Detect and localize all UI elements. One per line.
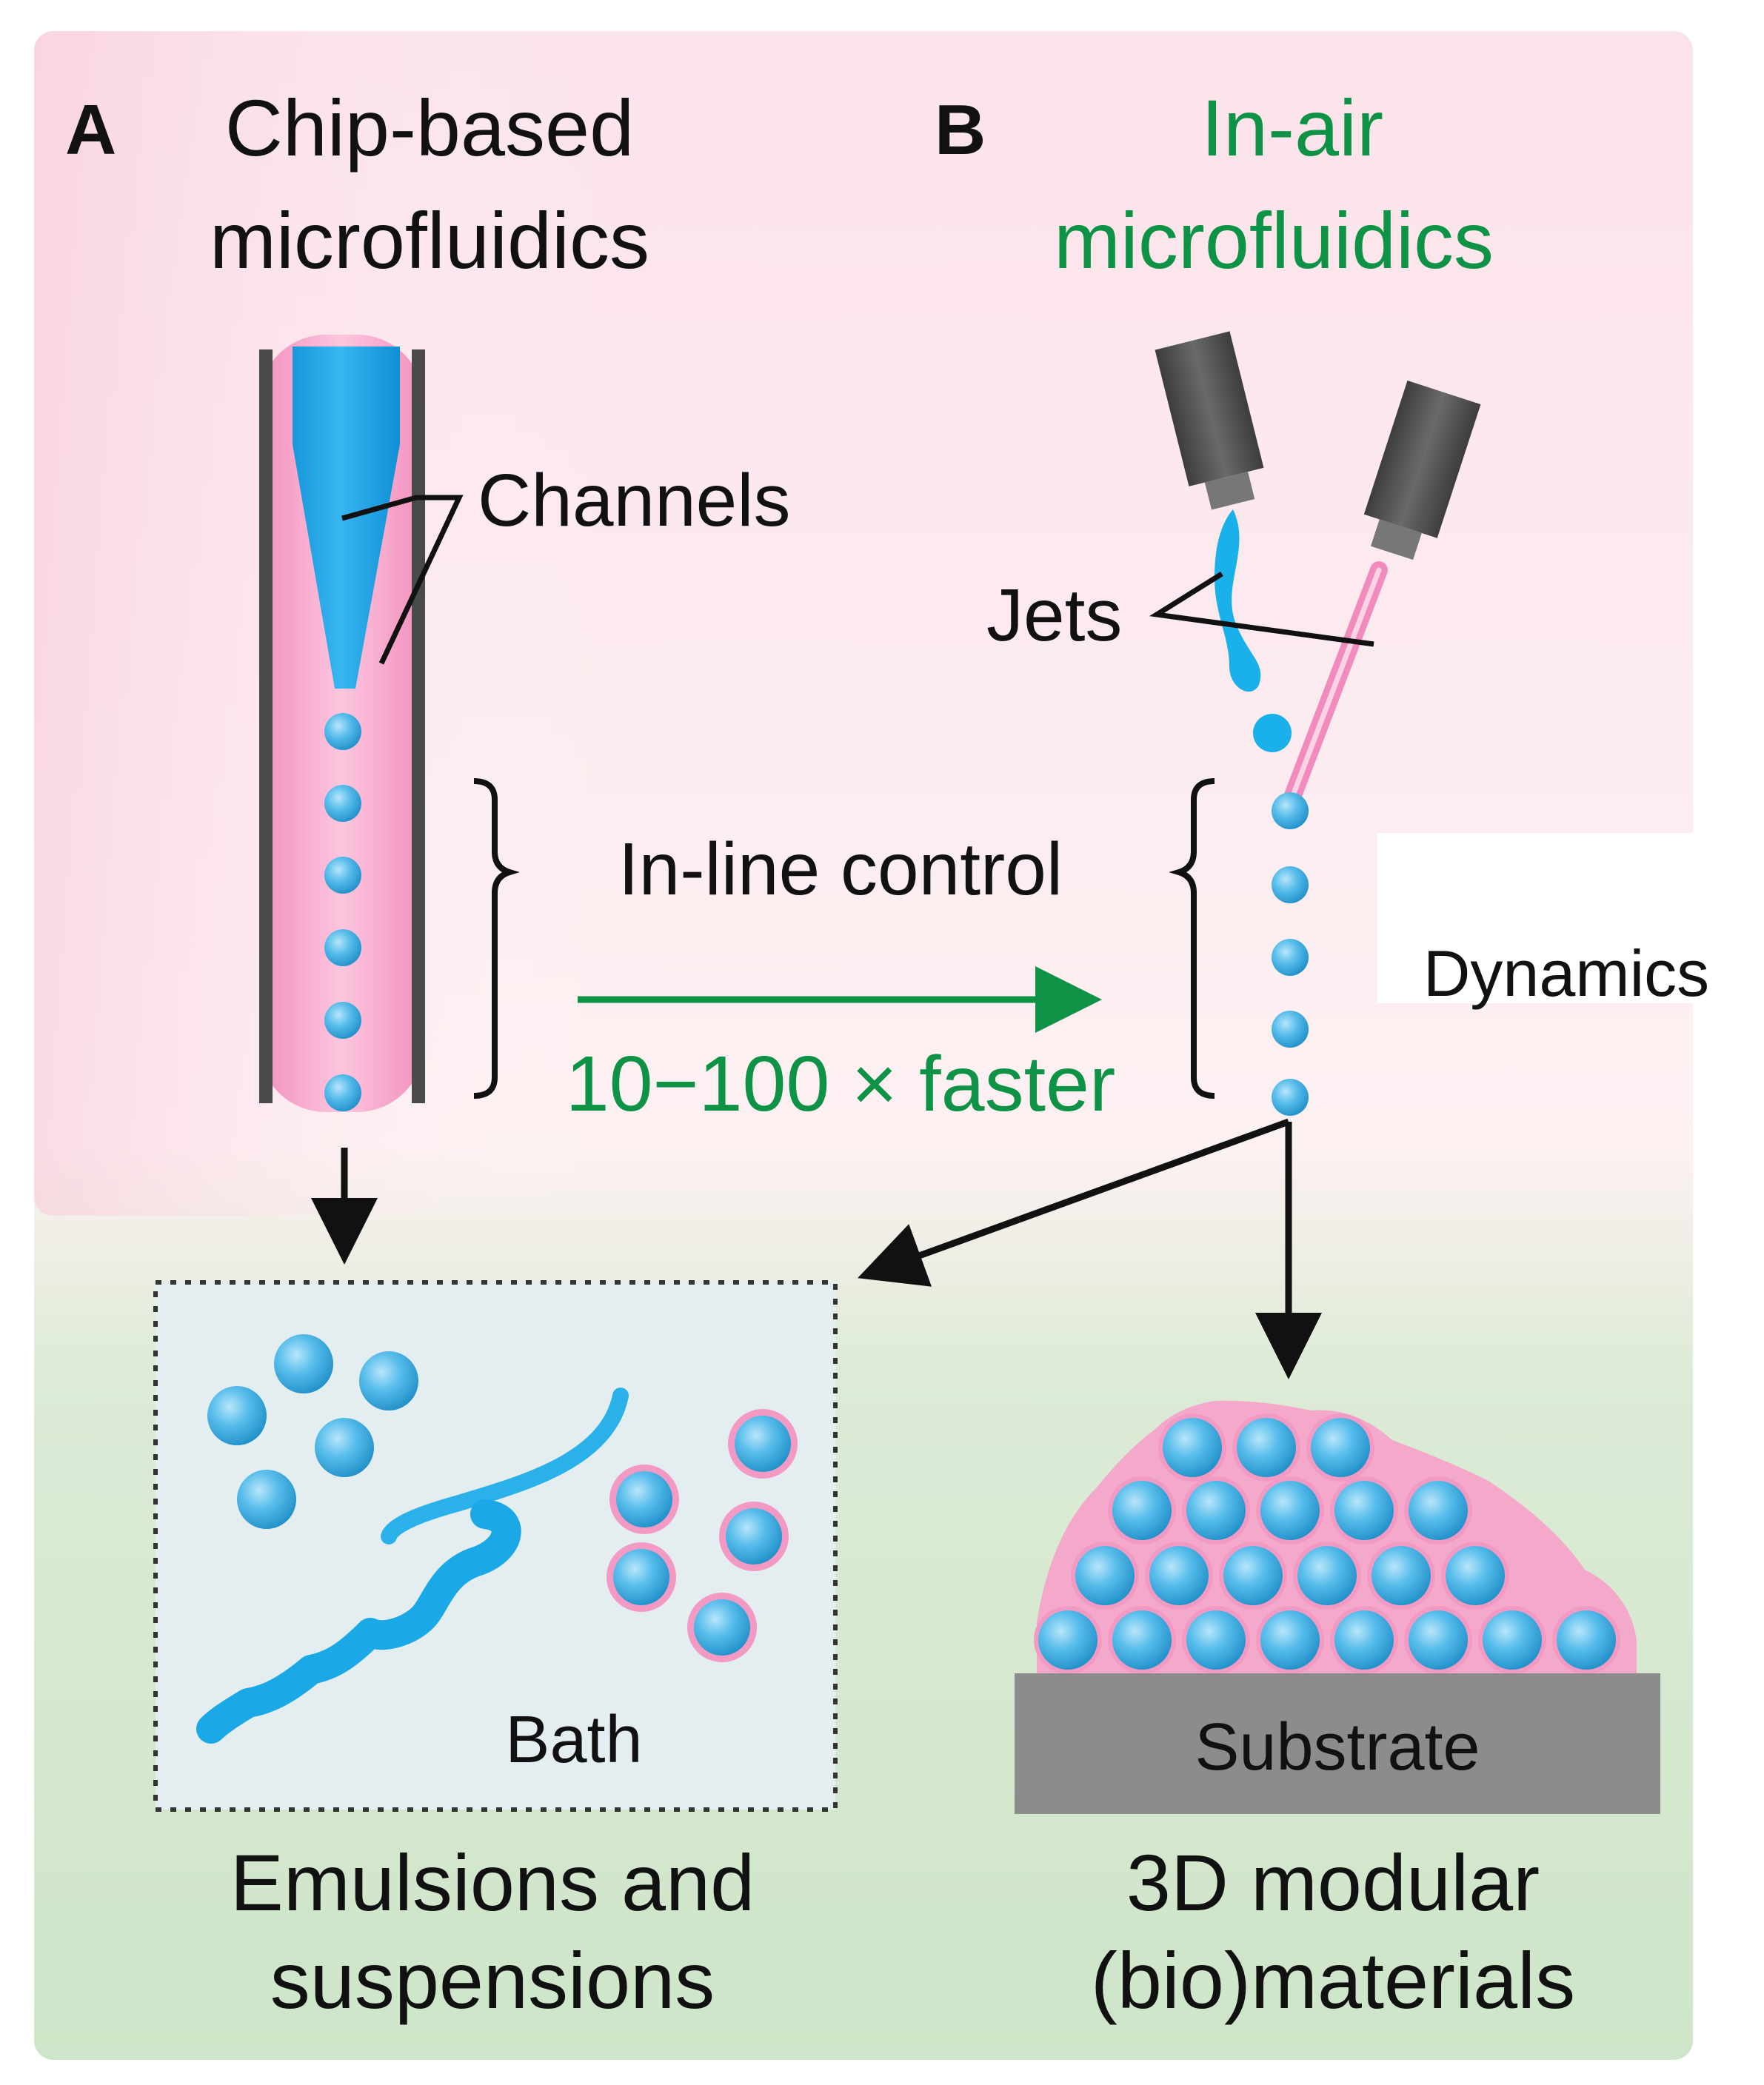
brace-right-group <box>1169 778 1215 1099</box>
bath-blue-droplet <box>237 1470 296 1529</box>
channel-wall-left <box>259 349 273 1103</box>
in-air-droplet <box>1272 1079 1309 1116</box>
panel-a-title-line1: Chip-based <box>225 83 634 173</box>
stacked-droplet <box>1372 1546 1431 1605</box>
substrate-block <box>1015 1673 1660 1814</box>
stacked-droplet <box>1112 1610 1172 1670</box>
jet-pink-highlight <box>1284 567 1382 814</box>
bath-blue-droplet <box>315 1418 374 1477</box>
panel-b-title-line2: microfluidics <box>1054 195 1494 285</box>
inline-control-label: In-line control <box>618 828 1063 911</box>
stacked-droplets <box>1034 1413 1620 1674</box>
in-air-droplet <box>1272 792 1309 829</box>
dynamics-label: Dynamics <box>1423 937 1709 1010</box>
brace-left-group <box>473 778 520 1099</box>
bath-coated-droplet <box>694 1599 750 1656</box>
stacked-droplet <box>1409 1481 1468 1540</box>
chip-droplets <box>324 713 361 1111</box>
substrate-label: Substrate <box>1195 1710 1480 1784</box>
nozzle-left-tip <box>1204 472 1255 510</box>
microfluidic-chip-channel <box>259 335 425 1112</box>
stacked-droplet <box>1260 1481 1320 1540</box>
jet-blue-droplet <box>1253 714 1292 752</box>
stacked-droplet <box>1038 1610 1098 1670</box>
stacked-droplet <box>1223 1546 1283 1605</box>
bath-fiber <box>381 1388 629 1544</box>
arrow-air-to-bath <box>858 1118 1290 1287</box>
panel-a-title-line2: microfluidics <box>210 195 649 285</box>
bath-label: Bath <box>505 1703 642 1777</box>
stacked-droplet <box>1483 1610 1542 1670</box>
dynamics-label-backing <box>1377 833 1740 1003</box>
stacked-droplet <box>1409 1610 1468 1670</box>
stacked-droplet <box>1557 1610 1616 1670</box>
stacked-droplet <box>1112 1481 1172 1540</box>
stacked-droplet <box>1260 1610 1320 1670</box>
bath-container: Bath <box>153 1280 838 1812</box>
stacked-droplet <box>1446 1546 1505 1605</box>
panel-b-output-line1: 3D modular <box>1126 1838 1540 1927</box>
speed-label: 10−100 × faster <box>566 1040 1116 1128</box>
bath-coated-droplet <box>726 1508 782 1564</box>
background-pink-tint <box>34 31 1693 1216</box>
bath-blue-droplet <box>274 1334 333 1393</box>
bath-blue-droplet <box>359 1351 418 1410</box>
stacked-droplet <box>1186 1481 1246 1540</box>
channel-wall-right <box>412 349 425 1103</box>
chip-droplet <box>324 857 361 894</box>
stacked-droplet <box>1311 1418 1370 1477</box>
panel-b-title-line1: In-air <box>1201 83 1383 173</box>
chip-droplet <box>324 1074 361 1111</box>
nozzle-right <box>1363 380 1481 560</box>
nozzle-right-body <box>1363 380 1481 538</box>
channels-leader-line <box>341 495 464 665</box>
in-air-droplet <box>1272 939 1309 976</box>
modular-material-stack: Substrate <box>1015 1400 1660 1814</box>
nozzle-left <box>1155 331 1264 510</box>
stacked-droplet <box>1075 1546 1135 1605</box>
panel-b-output-line2: (bio)materials <box>1091 1935 1575 2025</box>
stacked-droplet <box>1163 1418 1222 1477</box>
panel-a-output-line2: suspensions <box>270 1935 715 2025</box>
in-air-nozzles <box>1155 331 1481 1116</box>
nozzle-left-body <box>1155 331 1264 486</box>
chip-droplet <box>324 713 361 750</box>
stacked-droplet <box>1149 1546 1209 1605</box>
bath-coated-droplet <box>735 1416 791 1472</box>
bath-helical-fiber <box>196 1499 521 1744</box>
chip-droplet <box>324 785 361 822</box>
channels-label: Channels <box>478 459 791 542</box>
in-air-droplet <box>1272 1011 1309 1048</box>
jets-leader-line <box>1149 572 1374 647</box>
stacked-droplet <box>1237 1418 1296 1477</box>
stacked-droplet <box>1297 1546 1357 1605</box>
chip-droplet <box>324 929 361 966</box>
chip-droplet <box>324 1002 361 1039</box>
blue-inner-capillary <box>280 347 400 689</box>
in-air-droplet <box>1272 866 1309 903</box>
stacked-droplet <box>1334 1610 1394 1670</box>
bath-coated-droplets <box>607 1409 798 1662</box>
bath-blue-droplet <box>207 1386 267 1445</box>
jets-label: Jets <box>986 574 1122 657</box>
stacked-droplet <box>1186 1610 1246 1670</box>
panel-a-letter: A <box>65 90 116 170</box>
panel-b-letter: B <box>935 90 986 170</box>
stacked-droplet <box>1334 1481 1394 1540</box>
bath-coated-droplet <box>613 1549 669 1605</box>
jet-blue <box>1215 509 1261 692</box>
in-air-droplets <box>1272 792 1309 1116</box>
bath-blue-droplets <box>207 1334 418 1529</box>
nozzle-right-tip <box>1371 519 1422 560</box>
panel-a-output-line1: Emulsions and <box>230 1838 755 1927</box>
bath-coated-droplet <box>616 1471 672 1527</box>
